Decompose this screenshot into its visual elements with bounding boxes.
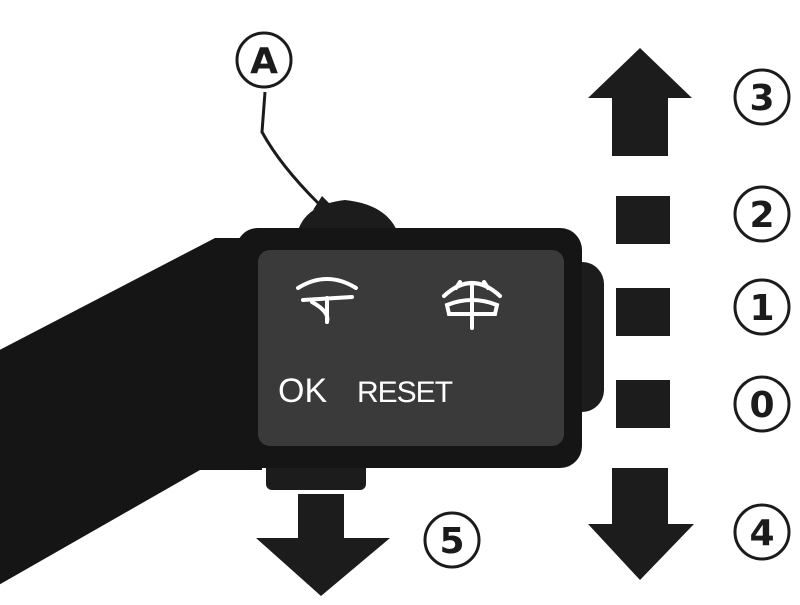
detent-square-1 (616, 288, 670, 336)
down-arrow-icon (588, 468, 694, 580)
callout-4-label: 4 (749, 513, 774, 554)
push-down-arrow-icon (256, 494, 390, 596)
callout-a-label: A (250, 41, 278, 82)
callout-2: 2 (733, 185, 791, 243)
reset-label: RESET (357, 376, 453, 409)
callout-0: 0 (733, 375, 791, 433)
push-button (266, 462, 366, 490)
callout-2-label: 2 (749, 195, 774, 236)
callout-1-label: 1 (749, 288, 774, 329)
windshield-washer-icon (442, 280, 502, 330)
callout-5-label: 5 (439, 521, 464, 562)
ok-label: OK (278, 372, 327, 410)
detent-square-2 (616, 196, 670, 244)
callout-3-label: 3 (749, 78, 774, 119)
callout-a: A (235, 31, 293, 89)
detent-square-0 (616, 380, 670, 428)
windshield-wiper-icon (296, 277, 358, 324)
callout-5: 5 (423, 511, 481, 569)
lever-arm (0, 238, 262, 585)
callout-4: 4 (733, 503, 791, 561)
callout-1: 1 (733, 278, 791, 336)
knob-tip (313, 196, 330, 210)
callout-3: 3 (733, 68, 791, 126)
callout-0-label: 0 (749, 385, 774, 426)
leader-line-a (260, 91, 320, 205)
up-arrow-icon (588, 48, 692, 156)
switch-face-panel (258, 250, 564, 446)
